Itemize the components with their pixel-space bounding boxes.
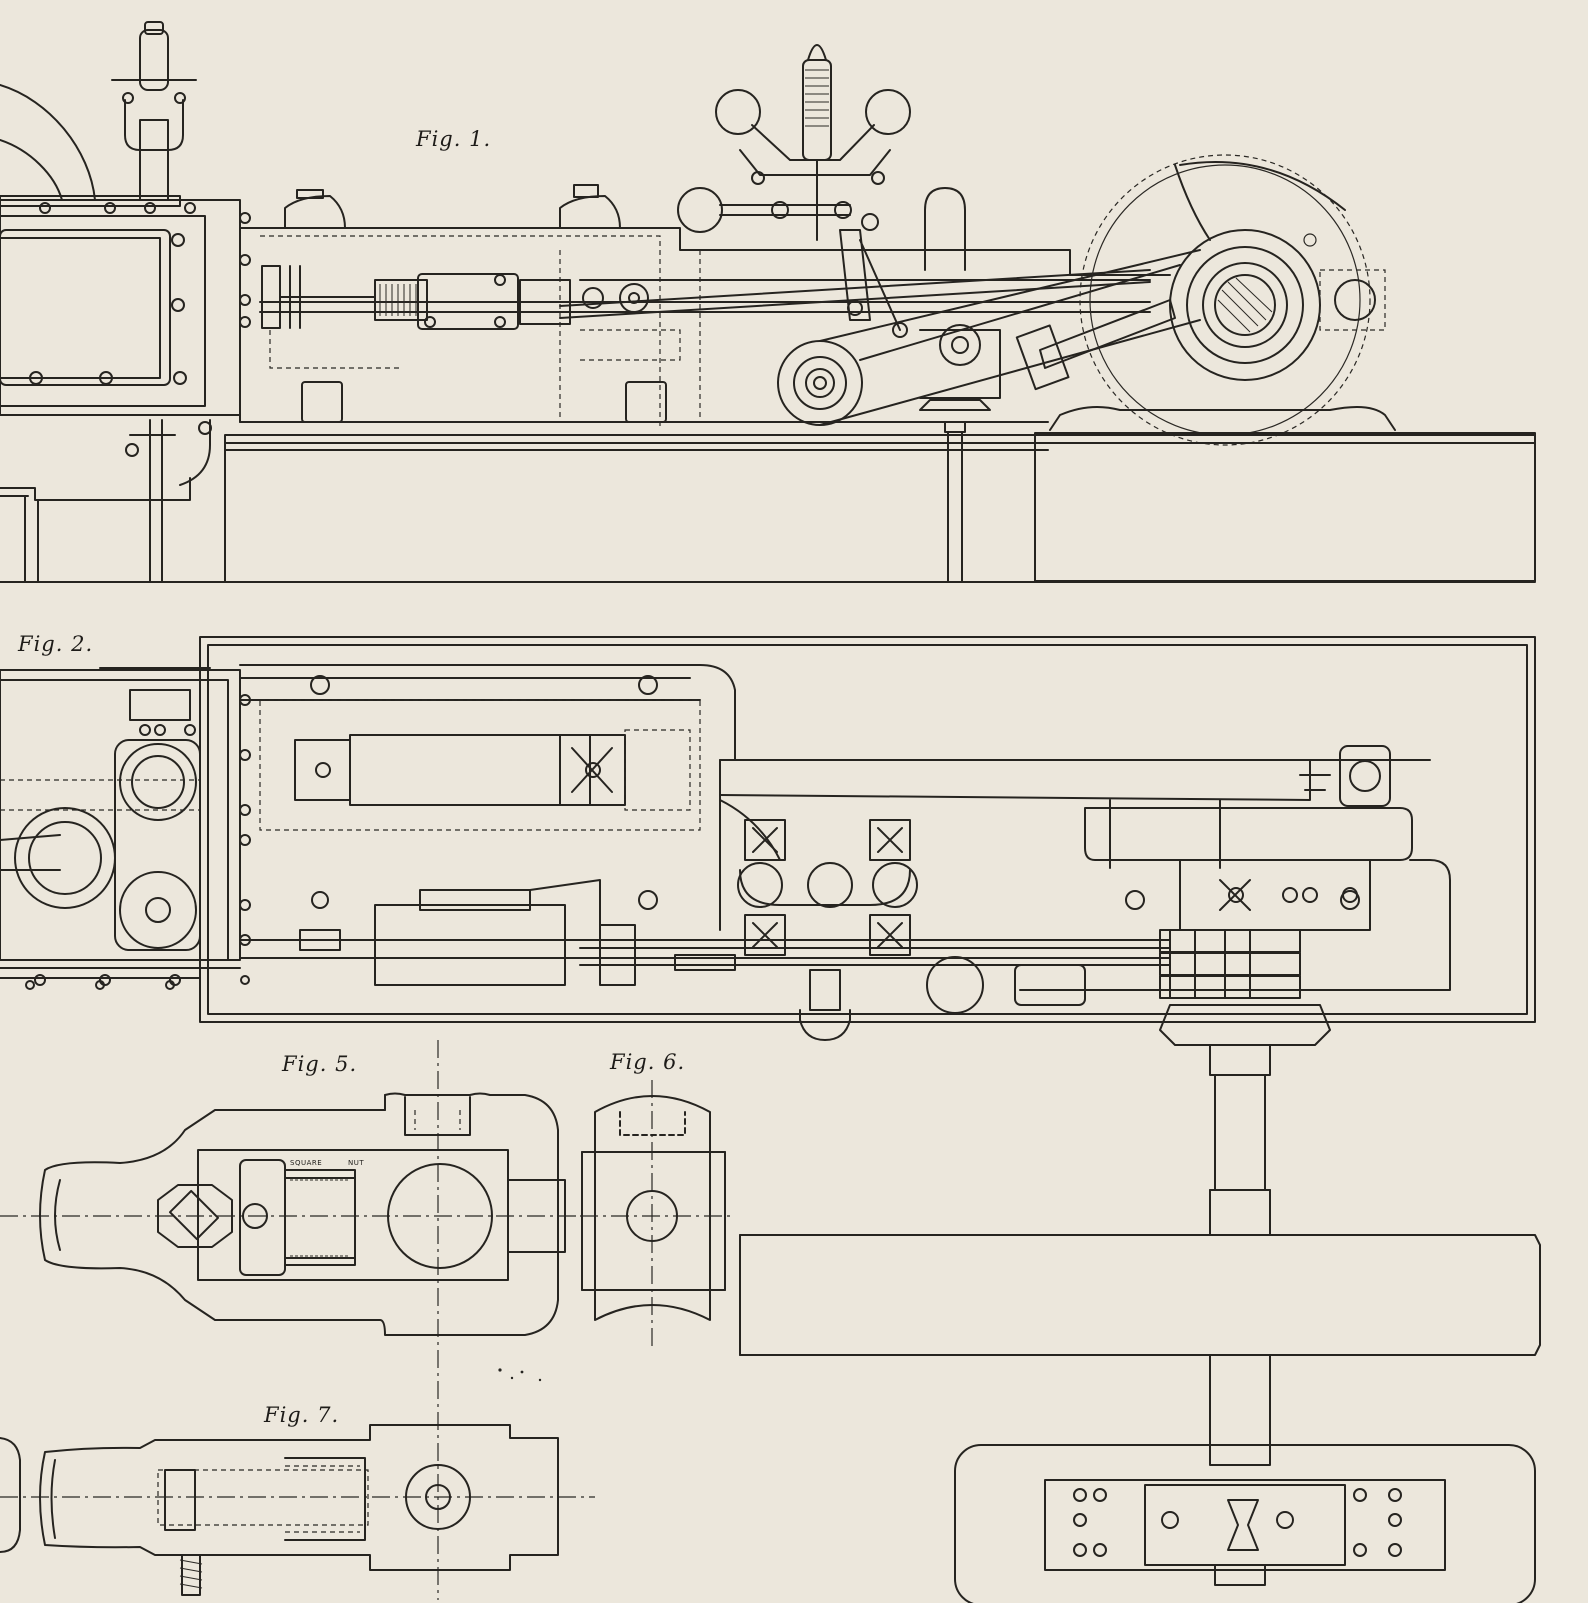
fig2-label: Fig. 2. xyxy=(18,632,94,656)
fig5-crosshead-detail xyxy=(0,1040,580,1600)
fig5-label: Fig. 5. xyxy=(282,1052,358,1076)
fig7-label: Fig. 7. xyxy=(264,1403,340,1427)
print-specks xyxy=(498,1368,542,1382)
fig2-plan xyxy=(0,636,1536,1046)
fig7-plan-detail xyxy=(0,1424,595,1596)
flywheel-plan xyxy=(739,1044,1541,1603)
fig6-end-view xyxy=(580,1080,735,1350)
fig1-side-elevation xyxy=(0,21,1536,583)
nut-annotation: NUT xyxy=(348,1159,365,1167)
square-annotation: SQUARE xyxy=(290,1159,323,1167)
fig6-label: Fig. 6. xyxy=(610,1050,686,1074)
fig1-label: Fig. 1. xyxy=(416,127,492,151)
